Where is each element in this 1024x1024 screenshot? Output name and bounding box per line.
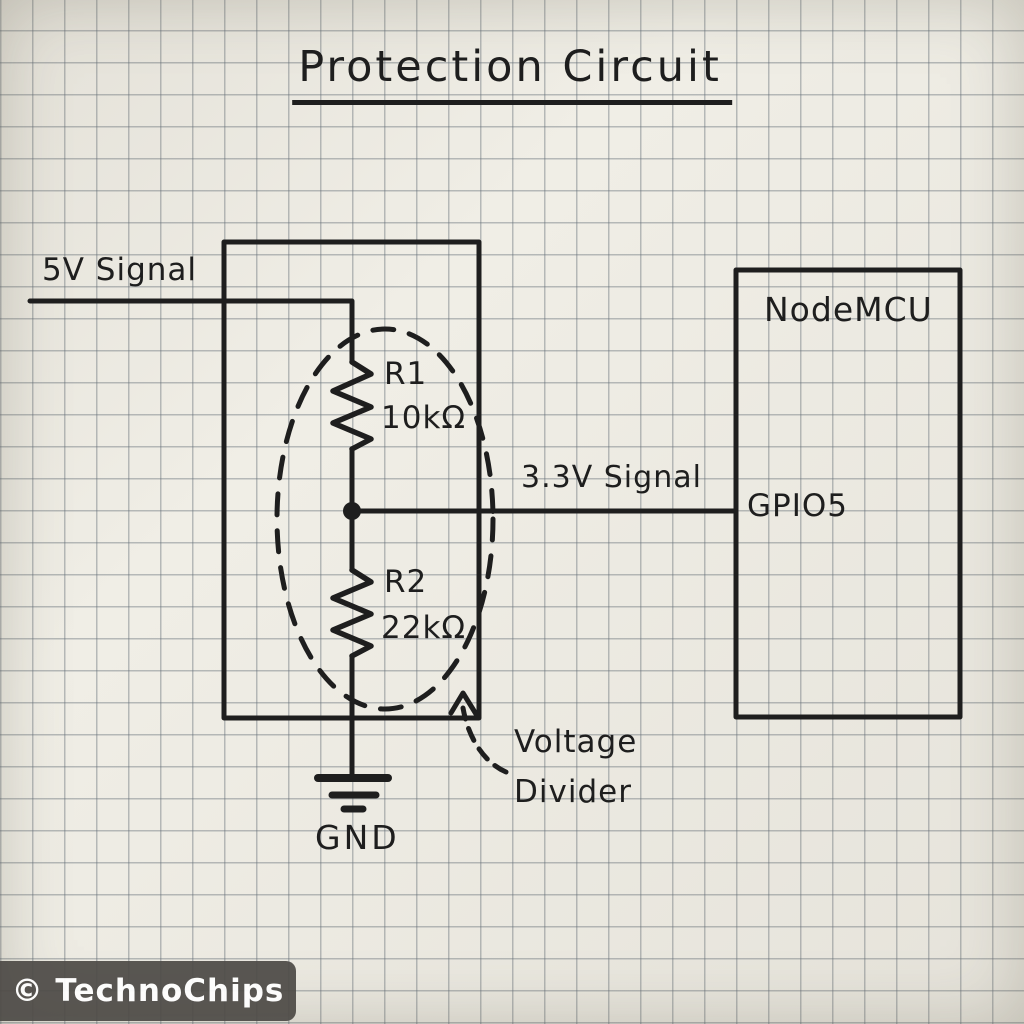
nodemcu-box-outline <box>733 267 963 720</box>
resistor-r1-symbol <box>330 359 374 452</box>
label-nodemcu: NodeMCU <box>764 290 933 329</box>
label-r2-name: R2 <box>384 564 428 600</box>
label-voltage-divider-line2: Divider <box>514 774 632 810</box>
label-3v3-signal: 3.3V Signal <box>521 460 702 495</box>
annotation-arrowhead <box>448 690 479 717</box>
label-r2-value: 22kΩ <box>381 610 467 646</box>
diagram-title: Protection Circuit <box>292 42 732 105</box>
ground-symbol <box>314 774 392 813</box>
label-voltage-divider-line1: Voltage <box>514 724 638 760</box>
resistor-r2-symbol <box>330 567 374 659</box>
label-r1-name: R1 <box>384 356 428 392</box>
label-5v-signal: 5V Signal <box>42 252 198 288</box>
junction-dot <box>343 502 361 520</box>
label-r1-value: 10kΩ <box>381 400 467 436</box>
voltage-divider-ellipse <box>274 326 496 712</box>
label-gnd: GND <box>315 818 400 857</box>
label-gpio5-pin: GPIO5 <box>747 488 848 524</box>
wire-5v-input <box>27 298 355 365</box>
watermark-text: © TechnoChips <box>11 973 285 1009</box>
watermark-badge: © TechnoChips <box>0 961 296 1021</box>
annotation-arrow-curve <box>460 705 509 775</box>
